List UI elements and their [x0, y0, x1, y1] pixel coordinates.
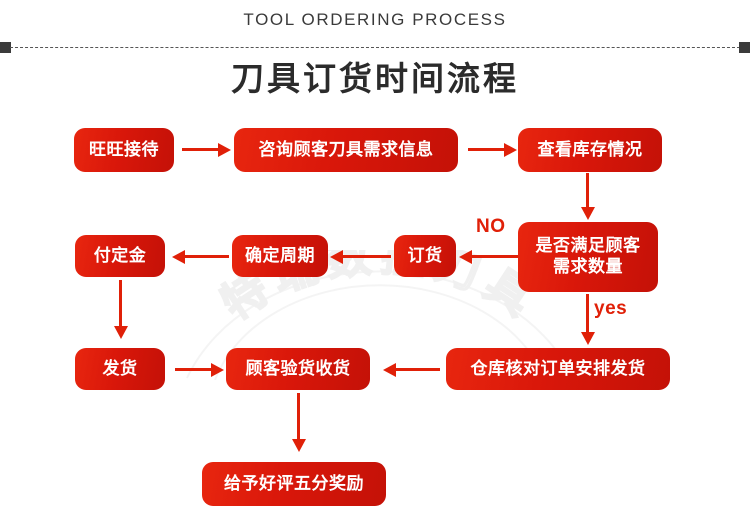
node-decision-meets-customer-quantity[interactable]: 是否满足顾客 需求数量: [518, 222, 658, 292]
divider-cap-left-icon: [0, 42, 11, 53]
node-check-inventory[interactable]: 查看库存情况: [518, 128, 662, 172]
header-divider: [0, 42, 750, 54]
node-five-star-review-reward[interactable]: 给予好评五分奖励: [202, 462, 386, 506]
divider-dashed-line: [10, 47, 740, 48]
node-customer-inspect-receive[interactable]: 顾客验货收货: [226, 348, 370, 390]
divider-cap-right-icon: [739, 42, 750, 53]
node-wangwang-reception[interactable]: 旺旺接待: [74, 128, 174, 172]
page-eyebrow-title: TOOL ORDERING PROCESS: [243, 10, 507, 29]
node-consult-customer-tool-requirements[interactable]: 咨询顾客刀具需求信息: [234, 128, 458, 172]
edge-label-yes: yes: [594, 298, 628, 319]
edge-label-no: NO: [476, 216, 506, 237]
node-warehouse-verify-arrange-shipment[interactable]: 仓库核对订单安排发货: [446, 348, 670, 390]
node-ship-goods[interactable]: 发货: [75, 348, 165, 390]
page-title: 刀具订货时间流程: [231, 59, 519, 98]
node-pay-deposit[interactable]: 付定金: [75, 235, 165, 277]
node-place-order[interactable]: 订货: [394, 235, 456, 277]
node-confirm-lead-time[interactable]: 确定周期: [232, 235, 328, 277]
